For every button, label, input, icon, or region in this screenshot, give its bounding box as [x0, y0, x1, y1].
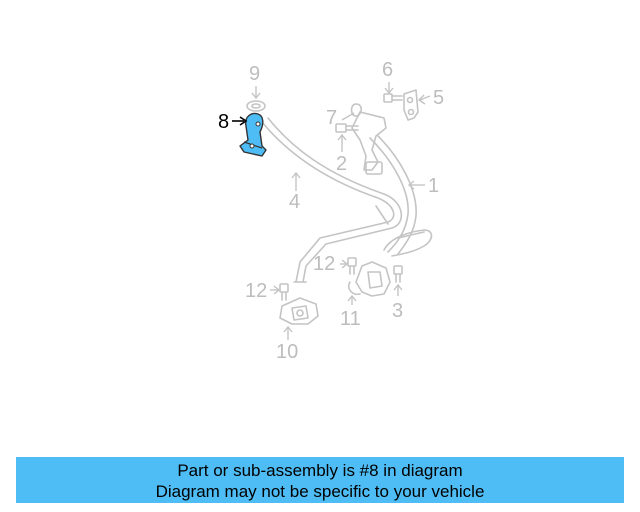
part-8-upper-anchor [239, 112, 267, 157]
callout-12-upper: 12 [313, 253, 335, 275]
part-11-buckle-bracket [347, 261, 391, 297]
callout-3: 3 [392, 300, 403, 322]
part-10-lower-anchor [279, 297, 319, 325]
banner-part-line: Part or sub-assembly is #8 in diagram [177, 461, 463, 480]
part-6-bolt [383, 93, 403, 103]
part-9-cover [246, 100, 266, 112]
part-12-bolt-upper [347, 257, 357, 275]
callout-11: 11 [340, 308, 361, 330]
callout-5: 5 [433, 87, 444, 109]
callout-6: 6 [382, 59, 393, 81]
part-3-bolt [393, 265, 403, 283]
callout-7: 7 [326, 107, 337, 129]
callout-12-lower: 12 [245, 280, 267, 302]
part-1-retractor-belt [369, 135, 433, 257]
part-12-bolt-lower [279, 283, 289, 301]
part-2-bolt [335, 123, 359, 133]
callout-9: 9 [249, 63, 260, 85]
callout-1: 1 [428, 175, 439, 197]
part-4-belt-webbing [261, 117, 402, 283]
retractor-housing [350, 103, 387, 175]
part-5-adjuster-bracket [403, 89, 419, 121]
seat-belt-parts-diagram: 9 8 7 6 5 2 1 4 12 12 3 11 10 [218, 59, 444, 363]
callout-10: 10 [276, 341, 298, 363]
diagram-info-banner: Part or sub-assembly is #8 in diagram Di… [16, 457, 624, 503]
callout-8: 8 [218, 111, 229, 133]
callout-2: 2 [336, 153, 347, 175]
banner-disclaimer-line: Diagram may not be specific to your vehi… [155, 482, 485, 501]
callout-4: 4 [289, 191, 300, 213]
leader-lines [232, 82, 431, 340]
